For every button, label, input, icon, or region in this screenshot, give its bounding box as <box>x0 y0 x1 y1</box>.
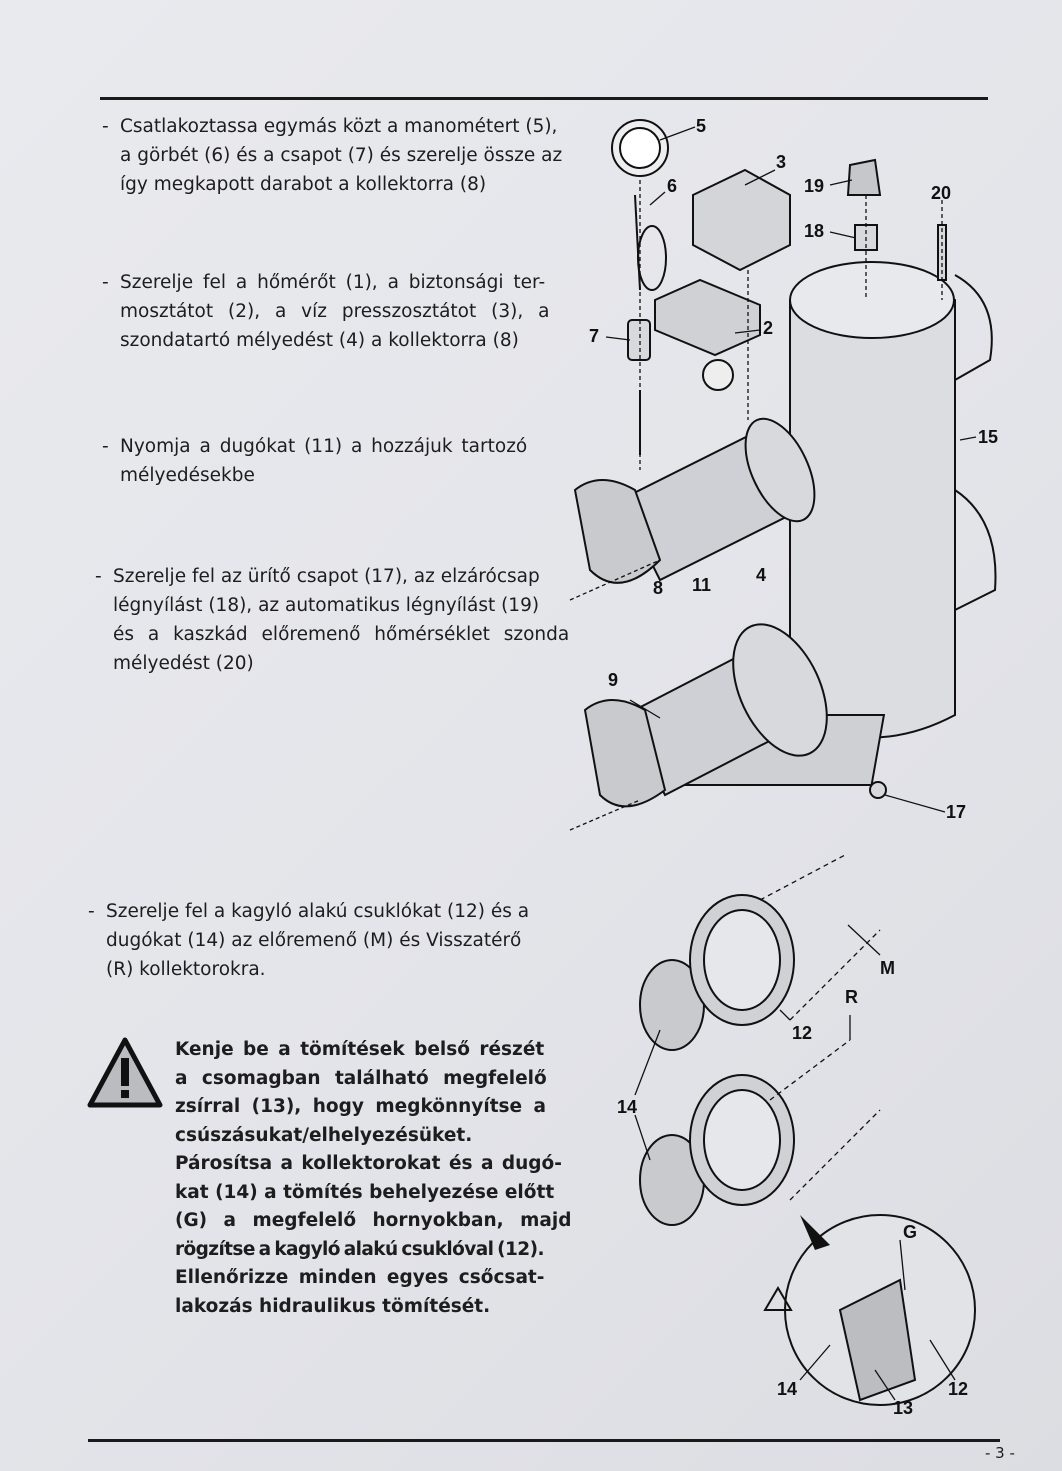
line: mosztátot (2), a víz presszosztátot (3),… <box>120 301 550 322</box>
label-14-detail: 14 <box>777 1379 798 1399</box>
label-18: 18 <box>804 221 825 241</box>
label-13: 13 <box>893 1398 914 1418</box>
line: zsírral (13), hogy megkönnyítse a <box>175 1096 547 1117</box>
line: a csomagban található megfelelő <box>175 1067 547 1089</box>
label-6: 6 <box>667 176 678 196</box>
label-7: 7 <box>589 326 600 346</box>
label-G: G <box>903 1222 918 1242</box>
line: dugókat (14) az előremenő (M) és Visszat… <box>106 930 522 951</box>
instruction-5: - Szerelje fel a kagyló alakú csuklókat … <box>88 897 530 984</box>
line: Nyomja a dugókat (11) a hozzájuk tartozó <box>120 436 528 457</box>
label-12-detail: 12 <box>948 1379 969 1399</box>
line: mélyedést (20) <box>113 653 254 674</box>
line: Kenje be a tömítések belső részét <box>175 1039 545 1060</box>
label-12: 12 <box>792 1023 813 1043</box>
line: kat (14) a tömítés behelyezése előtt <box>175 1181 555 1203</box>
line: Csatlakoztassa egymás közt a manométert … <box>120 116 558 137</box>
bullet: - <box>102 272 109 293</box>
label-20: 20 <box>931 183 952 203</box>
line: Szerelje fel az ürítő csapot (17), az el… <box>113 566 540 587</box>
line: így megkapott darabot a kollektorra (8) <box>120 174 487 195</box>
instruction-1: - Csatlakoztassa egymás közt a manométer… <box>102 112 563 199</box>
line: szondatartó mélyedést (4) a kollektorra … <box>120 330 519 351</box>
line: (G) a megfelelő hornyokban, majd <box>175 1210 572 1231</box>
line: légnyílást (18), az automatikus légnyílá… <box>113 595 540 616</box>
bullet: - <box>88 901 95 922</box>
label-2: 2 <box>763 318 774 338</box>
top-rule <box>100 97 988 100</box>
label-19: 19 <box>804 176 825 196</box>
label-3: 3 <box>776 152 787 172</box>
label-4: 4 <box>756 565 767 585</box>
label-11: 11 <box>692 575 712 595</box>
line: csúszásukat/elhelyezésüket. <box>175 1124 473 1146</box>
bullet: - <box>102 116 109 137</box>
line: és a kaszkád előremenő hőmérséklet szond… <box>113 624 570 645</box>
bullet: - <box>102 436 109 457</box>
line: rögzítse a kagyló alakú csuklóval (12). <box>175 1238 544 1260</box>
line: Szerelje fel a kagyló alakú csuklókat (1… <box>106 901 530 922</box>
line: mélyedésekbe <box>120 465 255 486</box>
line: Párosítsa a kollektorokat és a dugó- <box>175 1153 562 1174</box>
line: lakozás hidraulikus tömítését. <box>175 1295 491 1317</box>
label-5: 5 <box>696 116 707 136</box>
line: a görbét (6) és a csapot (7) és szerelje… <box>120 145 563 166</box>
line: Szerelje fel a hőmérőt (1), a biztonsági… <box>120 272 546 293</box>
label-17: 17 <box>946 802 967 822</box>
label-15: 15 <box>978 427 999 447</box>
label-14: 14 <box>617 1097 638 1117</box>
line: (R) kollektorokra. <box>106 959 266 980</box>
label-9: 9 <box>608 670 619 690</box>
instruction-4: - Szerelje fel az ürítő csapot (17), az … <box>95 562 570 678</box>
instruction-2: - Szerelje fel a hőmérőt (1), a biztonsá… <box>102 268 550 355</box>
instruction-3: - Nyomja a dugókat (11) a hozzájuk tarto… <box>102 432 528 490</box>
label-8: 8 <box>653 578 664 598</box>
bottom-rule <box>88 1439 1000 1442</box>
line: Ellenőrizze minden egyes csőcsat- <box>175 1267 545 1288</box>
bullet: - <box>95 566 102 587</box>
page-number: - 3 - <box>985 1444 1015 1462</box>
warning-text: Kenje be a tömítések belső részét a csom… <box>175 1036 572 1321</box>
label-M: M <box>880 958 895 978</box>
label-R: R <box>845 987 858 1007</box>
